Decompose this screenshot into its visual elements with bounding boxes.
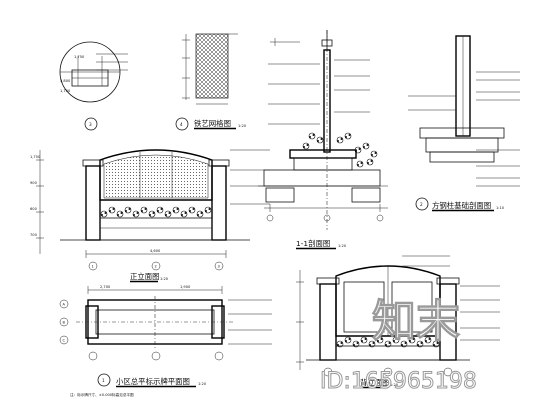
plan-dim-1: 2,700 <box>100 285 111 289</box>
lamp-dim-1: 1,750 <box>74 55 85 59</box>
front-dim-3: 600 <box>30 207 38 211</box>
section-1-1-view: 1-1剖面图 1:20 <box>258 30 388 250</box>
plan-scale: 1:20 <box>198 382 207 386</box>
pillar-detail-view: 2 方钢柱基础剖面图 1:10 <box>408 35 520 212</box>
watermark-logo: 知末 <box>372 296 460 347</box>
svg-text:B: B <box>63 321 66 325</box>
front-grid-2 <box>151 261 161 271</box>
front-dim-2: 900 <box>30 181 38 185</box>
detail-marker-2 <box>415 197 429 211</box>
detail-number-1: 1 <box>102 378 105 383</box>
detail-number-3: 3 <box>89 122 92 127</box>
plan-view: 2,700 1,900 A B C 1 小区总平标示牌平面图 1:20 注：标示… <box>59 285 272 397</box>
back-elevation-view: 背立面图 1:20 <box>296 255 500 389</box>
svg-text:A: A <box>63 303 66 307</box>
plan-dim-2: 1,900 <box>180 285 191 289</box>
svg-text:C: C <box>63 339 66 343</box>
detail-number-2: 2 <box>420 202 423 207</box>
detail-marker-1 <box>97 373 111 387</box>
back-elevation-title: 背立面图 <box>360 378 390 387</box>
front-elevation-view: 1,750 900 600 700 4,600 1 <box>30 149 270 283</box>
front-elevation-title: 正立面图 <box>130 272 160 281</box>
mesh-detail-scale: 1:20 <box>238 124 247 128</box>
plan-title: 小区总平标示牌平面图 <box>116 377 190 386</box>
front-dim-1: 1,750 <box>30 155 41 159</box>
back-elevation-scale: 1:20 <box>390 383 399 387</box>
watermark-id: ID:165965198 <box>320 369 477 394</box>
svg-text:1: 1 <box>92 265 94 269</box>
plan-grid-c <box>59 335 69 345</box>
section-1-1-scale: 1:20 <box>338 244 347 248</box>
plan-grid-b <box>59 317 69 327</box>
front-dim-4: 700 <box>30 233 38 237</box>
mesh-detail-title: 铁艺网格图 <box>194 119 231 128</box>
lamp-dim-2: 3,800 <box>60 79 71 83</box>
section-1-1-title: 1-1剖面图 <box>296 239 330 248</box>
plan-note: 注：标示牌尺寸、±0.000标高见总平图 <box>70 392 134 397</box>
front-grid-1 <box>88 261 98 271</box>
pillar-detail-title: 方钢柱基础剖面图 <box>432 201 491 210</box>
pillar-detail-scale: 1:10 <box>496 206 505 210</box>
lamp-dim-3: 1,750 <box>60 89 71 93</box>
plan-grid-a <box>59 299 69 309</box>
svg-text:2: 2 <box>155 265 157 269</box>
lamp-detail-view: 1,750 3,800 1,750 3 <box>59 41 128 131</box>
front-elevation-scale: 1:20 <box>160 277 169 281</box>
front-planting <box>100 206 212 218</box>
detail-number-4: 4 <box>180 122 183 127</box>
front-grid-3 <box>214 261 224 271</box>
watermark: 知末 ID:165965198 <box>320 296 478 395</box>
mesh-detail-view: 4 铁艺网格图 1:20 <box>175 33 247 131</box>
svg-text:3: 3 <box>218 265 220 269</box>
detail-marker-4 <box>175 117 189 131</box>
detail-marker-3 <box>84 117 98 131</box>
front-width-dim: 4,600 <box>150 249 161 253</box>
